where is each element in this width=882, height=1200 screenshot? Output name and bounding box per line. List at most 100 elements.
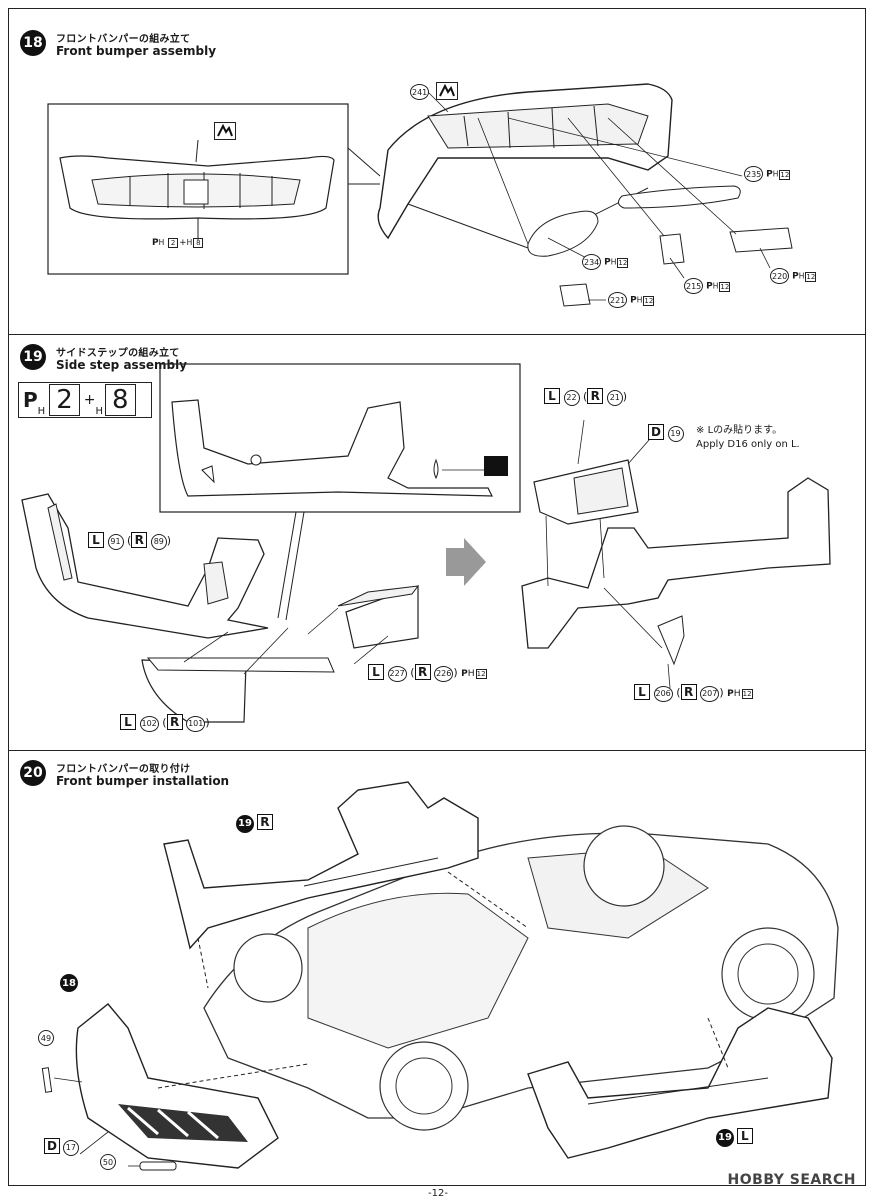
paren-open: ( [410,666,415,679]
ph: P [792,271,799,282]
decal-note-en: Apply D16 only on L. [696,439,800,450]
part-49: 49 [38,1030,54,1046]
right-marker: R [131,532,148,548]
h-label: H [186,238,193,247]
watermark: HOBBY SEARCH [727,1172,856,1188]
decal-d19: D 19 [648,424,684,442]
step-19-title-en: Side step assembly [56,358,187,372]
part-number: 234 [582,254,602,270]
step-20-title-jp: フロントバンパーの取り付け [56,764,191,775]
ph: P [766,169,773,180]
part-241: 241 [410,84,430,100]
ph-sub: H [37,406,46,417]
ph-sub: H [610,257,617,267]
ph: P [461,669,468,679]
ph: P [727,689,734,699]
step-number-20: 20 [20,760,46,786]
ph: P [630,295,637,306]
paint-icon-black-2 [436,82,458,100]
ph-label: P [152,238,159,248]
paint-icon-black [214,122,236,140]
decal-d17: D 17 [44,1138,79,1156]
left-marker: L [634,684,650,700]
part-number: 220 [770,268,790,284]
paren-close: ) [622,390,628,403]
right-marker: R [414,664,431,680]
instruction-page: 18 フロントバンパーの組み立て Front bumper assembly [8,8,874,1199]
part-101: 101 [186,715,206,732]
step-19-ref: 19 [716,1128,734,1147]
ph-sub: H [158,238,165,247]
paint-12: 12 [719,281,731,292]
note-prefix: ※ [696,425,705,436]
paren-close: ) [453,666,458,679]
page-number: -12- [428,1188,448,1199]
part-number: 241 [410,84,430,100]
ph: P [706,281,713,292]
part-207: 207 [700,685,720,702]
paint-2-large: 2 [49,384,80,416]
paint-12: 12 [779,169,791,180]
part-89: 89 [150,533,167,550]
part-102: 102 [139,715,159,732]
part-50-number: 50 [100,1154,116,1170]
paint-12: 12 [741,689,753,699]
part-l102-r101: L 102 (R 101) [120,714,210,732]
ph-sub: H [712,281,719,291]
paint-8: 8 [193,238,204,248]
paint-12: 12 [643,295,655,306]
decal-sheet-marker: D [44,1138,60,1154]
section-divider-1 [8,334,866,335]
paren-close: ) [719,686,724,699]
step-20-title-en: Front bumper installation [56,774,230,788]
decal-sheet-marker: D [648,424,664,440]
part-50: 50 [100,1154,116,1170]
page-frame [8,8,866,1186]
ph-sub: H [467,668,475,679]
side-step-assembly-drawing [21,363,831,723]
step-19-ref: 19 [236,814,254,833]
paint-12: 12 [617,257,629,268]
decal-note: ※ Lのみ貼ります。 Apply D16 only on L. [696,424,800,452]
part-49-number: 49 [38,1030,54,1046]
ref-step19-l: 19 L [716,1128,753,1147]
decal-19: 19 [667,425,684,442]
part-227: 227 [387,665,407,682]
step-19-title-jp: サイドステップの組み立て [56,348,180,359]
right-marker: R [680,684,697,700]
paren-open: ( [162,716,167,729]
ph-sub: H [733,688,741,699]
left-marker: L [120,714,136,730]
part-number: 221 [608,292,628,308]
paren-close: ) [205,716,210,729]
plus-sign: + [83,392,96,408]
part-22: 22 [563,389,580,406]
h-label: H [95,406,104,417]
front-bumper-assembly-drawing [47,83,793,307]
paint-12: 12 [475,669,487,679]
step-18-title-jp: フロントバンパーの組み立て [56,34,191,45]
ph-sub: H [636,295,643,305]
ref-step18: 18 [60,974,78,992]
part-226: 226 [434,665,454,682]
paint-8-large: 8 [105,384,136,416]
paren-open: ( [583,390,588,403]
part-21: 21 [606,389,623,406]
part-206: 206 [653,685,673,702]
ph: P [604,257,611,268]
paint-2: 2 [168,238,179,248]
note-jp-text: Lのみ貼ります。 [707,425,783,436]
ph-sub: H [798,271,805,281]
step-number-19: 19 [20,344,46,370]
paren-open: ( [676,686,681,699]
step-number-18: 18 [20,30,46,56]
